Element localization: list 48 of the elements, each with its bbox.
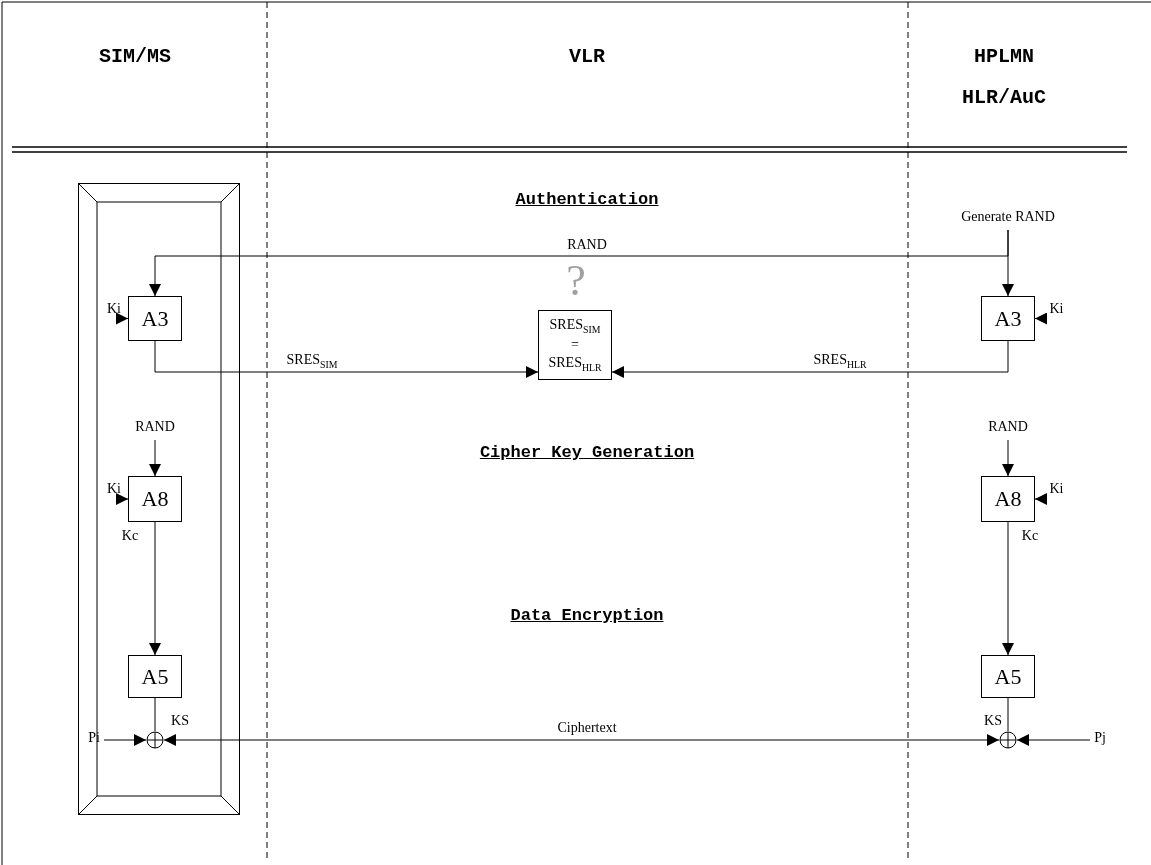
input-label: Generate RAND <box>945 210 1071 230</box>
column-header: VLR <box>569 45 605 68</box>
arrow <box>103 734 147 746</box>
arrow <box>116 493 129 505</box>
input-label: Pj <box>1090 731 1110 749</box>
edge-label: SRES$_{SIM}$ <box>286 353 338 370</box>
beveled-frame <box>78 183 240 815</box>
edge-label: Ciphertext <box>557 721 617 735</box>
column-header: HLR/AuC <box>962 86 1046 109</box>
section-heading: Data Encryption <box>510 606 664 625</box>
edge-label: SRES$_{HLR}$ <box>813 353 867 370</box>
column-header: HPLMN <box>974 45 1034 68</box>
arrow <box>1034 493 1047 505</box>
edge-label: RAND <box>567 238 607 252</box>
arrow <box>1002 229 1014 297</box>
section-heading: Authentication <box>515 190 659 209</box>
arrow <box>149 521 161 656</box>
edge-label: KS <box>984 714 1002 728</box>
algorithm-box: A8 <box>128 476 182 522</box>
arrow <box>149 439 161 477</box>
edge-label: KS <box>171 714 189 728</box>
input-label: RAND <box>978 420 1038 440</box>
xor-symbol <box>146 731 164 749</box>
arrow <box>1034 312 1047 325</box>
input-label: Ki <box>104 302 124 319</box>
input-label: Pi <box>84 731 104 749</box>
arrow <box>1016 734 1091 746</box>
input-label: Ki <box>1045 482 1068 499</box>
algorithm-box: A5 <box>981 655 1035 698</box>
arrow <box>154 340 539 378</box>
algorithm-box: A8 <box>981 476 1035 522</box>
column-header: SIM/MS <box>99 45 171 68</box>
arrow <box>1002 521 1014 656</box>
input-label: Ki <box>1045 302 1068 319</box>
algorithm-box: A3 <box>128 296 182 341</box>
edge-label: Kc <box>1021 529 1039 543</box>
algorithm-box: A3 <box>981 296 1035 341</box>
xor-symbol <box>999 731 1017 749</box>
arrow <box>163 734 1000 746</box>
arrow <box>611 340 1009 378</box>
arrow <box>1002 439 1014 477</box>
section-heading: Cipher Key Generation <box>479 443 695 462</box>
input-label: RAND <box>125 420 185 440</box>
arrow <box>116 312 129 325</box>
algorithm-box: A5 <box>128 655 182 698</box>
question-mark: ? <box>565 259 587 303</box>
edge-label: Kc <box>121 529 139 543</box>
input-label: Ki <box>104 482 124 499</box>
